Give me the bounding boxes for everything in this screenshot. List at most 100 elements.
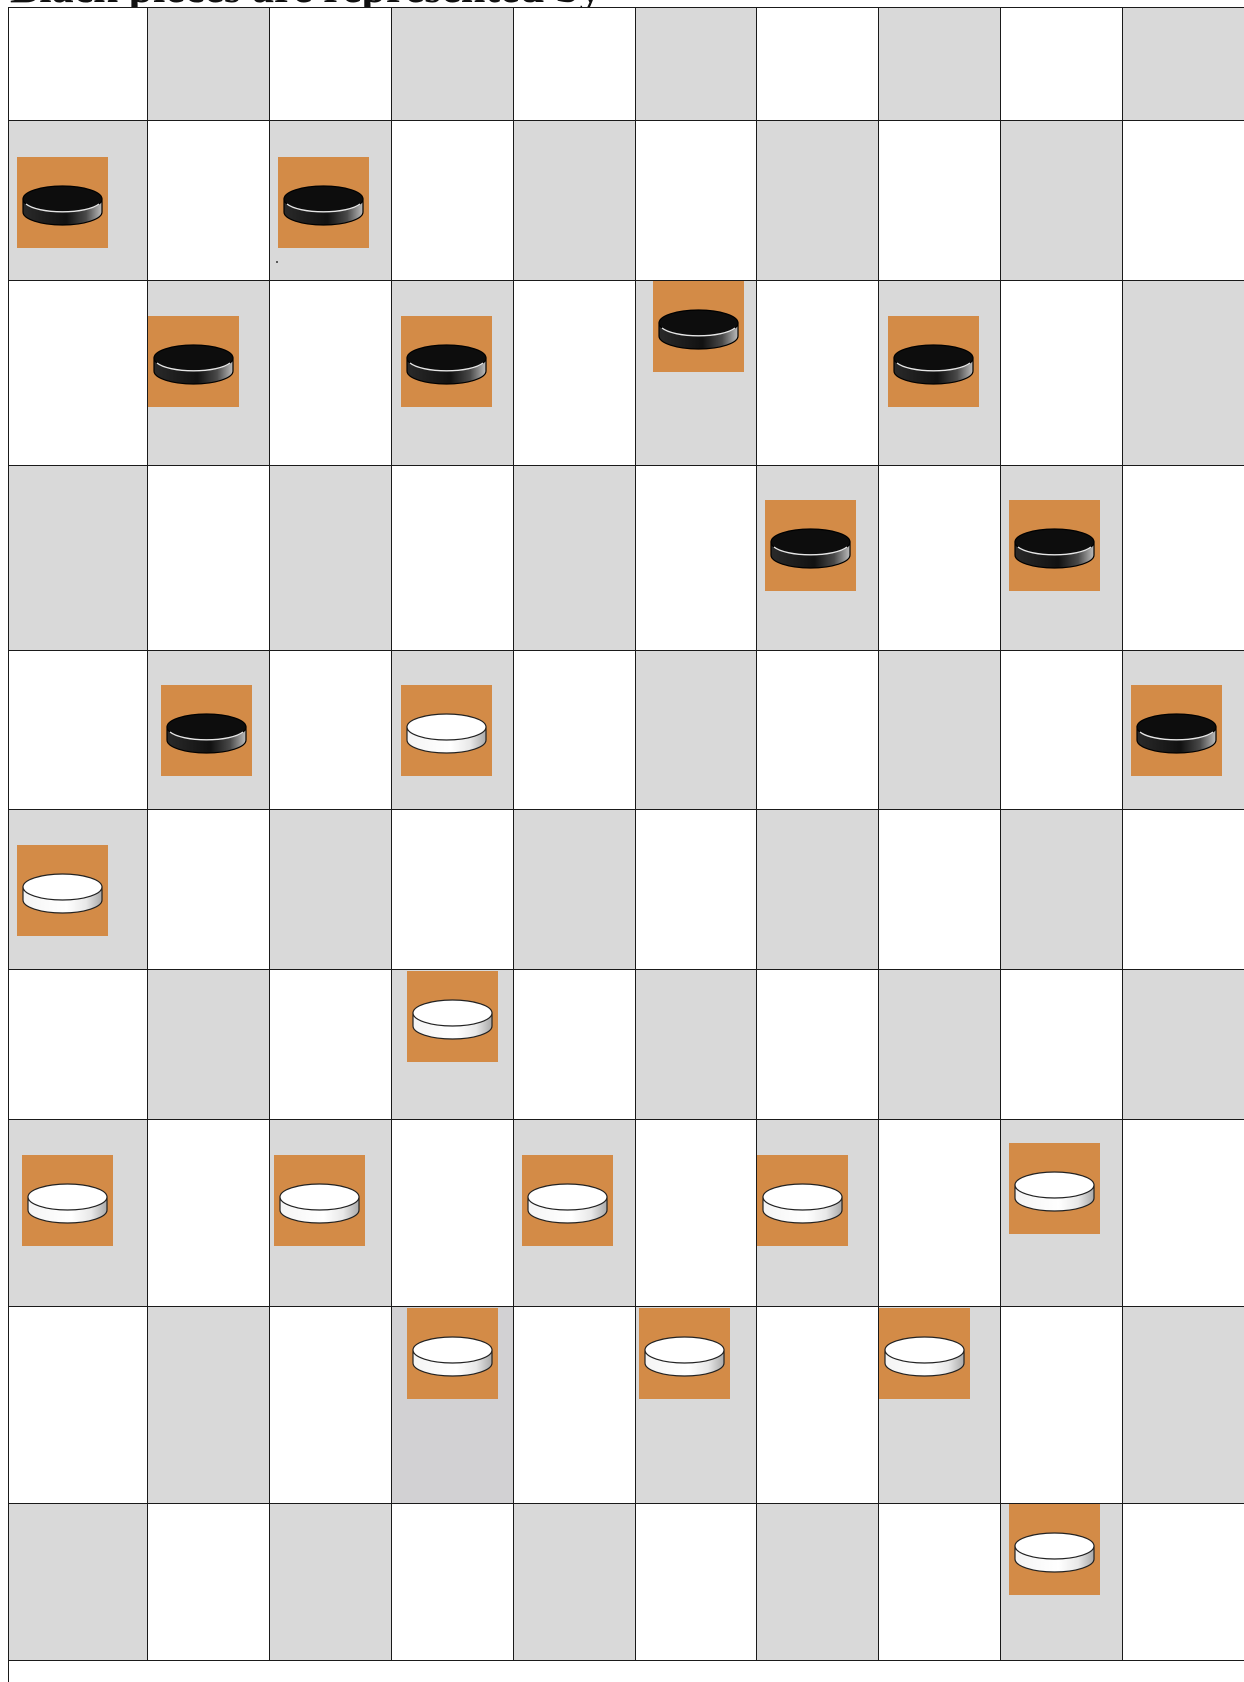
board-square-r0-c3[interactable] xyxy=(392,8,514,121)
board-square-r1-c1[interactable] xyxy=(148,121,270,281)
board-square-r0-c2[interactable] xyxy=(270,8,392,121)
board-square-r8-c4[interactable] xyxy=(514,1307,636,1504)
board-square-r9-c0[interactable] xyxy=(9,1504,148,1661)
board-square-r6-c5[interactable] xyxy=(636,970,757,1120)
board-square-r0-c1[interactable] xyxy=(148,8,270,121)
board-square-r5-c6[interactable] xyxy=(757,810,879,970)
white-piece[interactable] xyxy=(274,1155,365,1246)
board-square-r1-c7[interactable] xyxy=(879,121,1001,281)
board-square-r8-c7[interactable] xyxy=(879,1307,1001,1504)
white-piece[interactable] xyxy=(407,1308,498,1399)
board-square-r0-c6[interactable] xyxy=(757,8,879,121)
black-piece[interactable] xyxy=(161,685,252,776)
board-square-r3-c5[interactable] xyxy=(636,466,757,651)
white-piece[interactable] xyxy=(407,971,498,1062)
board-square-r5-c0[interactable] xyxy=(9,810,148,970)
black-piece[interactable] xyxy=(148,316,239,407)
board-square-r1-c3[interactable] xyxy=(392,121,514,281)
board-square-r1-c5[interactable] xyxy=(636,121,757,281)
board-square-r8-c2[interactable] xyxy=(270,1307,392,1504)
board-square-r4-c2[interactable] xyxy=(270,651,392,810)
board-square-r3-c9[interactable] xyxy=(1123,466,1244,651)
white-piece[interactable] xyxy=(1009,1143,1100,1234)
board-square-r0-c7[interactable] xyxy=(879,8,1001,121)
board-square-r5-c7[interactable] xyxy=(879,810,1001,970)
board-square-r6-c0[interactable] xyxy=(9,970,148,1120)
board-square-r2-c0[interactable] xyxy=(9,281,148,466)
board-square-r7-c1[interactable] xyxy=(148,1120,270,1307)
board-square-r3-c7[interactable] xyxy=(879,466,1001,651)
board-square-r6-c8[interactable] xyxy=(1001,970,1123,1120)
board-square-r7-c3[interactable] xyxy=(392,1120,514,1307)
board-square-r0-c0[interactable] xyxy=(9,8,148,121)
board-square-r3-c6[interactable] xyxy=(757,466,879,651)
board-square-r8-c6[interactable] xyxy=(757,1307,879,1504)
board-square-r6-c6[interactable] xyxy=(757,970,879,1120)
board-square-r6-c9[interactable] xyxy=(1123,970,1244,1120)
board-square-r4-c7[interactable] xyxy=(879,651,1001,810)
board-square-r3-c3[interactable] xyxy=(392,466,514,651)
board-square-r5-c5[interactable] xyxy=(636,810,757,970)
board-square-r2-c4[interactable] xyxy=(514,281,636,466)
white-piece[interactable] xyxy=(522,1155,613,1246)
board-square-r4-c5[interactable] xyxy=(636,651,757,810)
black-piece[interactable] xyxy=(17,157,108,248)
board-square-r8-c5[interactable] xyxy=(636,1307,757,1504)
board-square-r9-c5[interactable] xyxy=(636,1504,757,1661)
board-square-r9-c3[interactable] xyxy=(392,1504,514,1661)
board-square-r1-c6[interactable] xyxy=(757,121,879,281)
board-square-r7-c9[interactable] xyxy=(1123,1120,1244,1307)
black-piece[interactable] xyxy=(278,157,369,248)
board-square-r6-c2[interactable] xyxy=(270,970,392,1120)
black-piece[interactable] xyxy=(401,316,492,407)
board-square-r7-c8[interactable] xyxy=(1001,1120,1123,1307)
board-square-r5-c9[interactable] xyxy=(1123,810,1244,970)
board-square-r3-c2[interactable] xyxy=(270,466,392,651)
board-square-r9-c7[interactable] xyxy=(879,1504,1001,1661)
board-square-r2-c1[interactable] xyxy=(148,281,270,466)
board-square-r8-c3[interactable] xyxy=(392,1307,514,1504)
board-square-r5-c1[interactable] xyxy=(148,810,270,970)
board-square-r7-c5[interactable] xyxy=(636,1120,757,1307)
board-square-r9-c6[interactable] xyxy=(757,1504,879,1661)
board-square-r3-c8[interactable] xyxy=(1001,466,1123,651)
board-square-r2-c8[interactable] xyxy=(1001,281,1123,466)
board-square-r2-c7[interactable] xyxy=(879,281,1001,466)
board-square-r1-c4[interactable] xyxy=(514,121,636,281)
board-square-r9-c9[interactable] xyxy=(1123,1504,1244,1661)
board-square-r4-c0[interactable] xyxy=(9,651,148,810)
board-square-r9-c2[interactable] xyxy=(270,1504,392,1661)
board-square-r8-c1[interactable] xyxy=(148,1307,270,1504)
board-square-r2-c5[interactable] xyxy=(636,281,757,466)
board-square-r9-c4[interactable] xyxy=(514,1504,636,1661)
board-square-r4-c3[interactable] xyxy=(392,651,514,810)
board-square-r1-c8[interactable] xyxy=(1001,121,1123,281)
board-square-r4-c1[interactable] xyxy=(148,651,270,810)
board-square-r6-c4[interactable] xyxy=(514,970,636,1120)
black-piece[interactable] xyxy=(888,316,979,407)
board-square-r9-c1[interactable] xyxy=(148,1504,270,1661)
board-square-r0-c8[interactable] xyxy=(1001,8,1123,121)
board-square-r0-c9[interactable] xyxy=(1123,8,1244,121)
board-square-r1-c9[interactable] xyxy=(1123,121,1244,281)
black-piece[interactable] xyxy=(1009,500,1100,591)
board-square-r4-c4[interactable] xyxy=(514,651,636,810)
board-square-r2-c9[interactable] xyxy=(1123,281,1244,466)
black-piece[interactable] xyxy=(653,281,744,372)
board-square-r7-c6[interactable] xyxy=(757,1120,879,1307)
board-square-r9-c8[interactable] xyxy=(1001,1504,1123,1661)
board-square-r3-c1[interactable] xyxy=(148,466,270,651)
board-square-r7-c0[interactable] xyxy=(9,1120,148,1307)
board-square-r3-c4[interactable] xyxy=(514,466,636,651)
board-square-r6-c7[interactable] xyxy=(879,970,1001,1120)
board-square-r5-c4[interactable] xyxy=(514,810,636,970)
board-square-r3-c0[interactable] xyxy=(9,466,148,651)
board-square-r7-c2[interactable] xyxy=(270,1120,392,1307)
board-square-r6-c3[interactable] xyxy=(392,970,514,1120)
white-piece[interactable] xyxy=(879,1308,970,1399)
board-square-r8-c9[interactable] xyxy=(1123,1307,1244,1504)
board-square-r5-c8[interactable] xyxy=(1001,810,1123,970)
board-square-r4-c8[interactable] xyxy=(1001,651,1123,810)
white-piece[interactable] xyxy=(401,685,492,776)
board-square-r2-c6[interactable] xyxy=(757,281,879,466)
